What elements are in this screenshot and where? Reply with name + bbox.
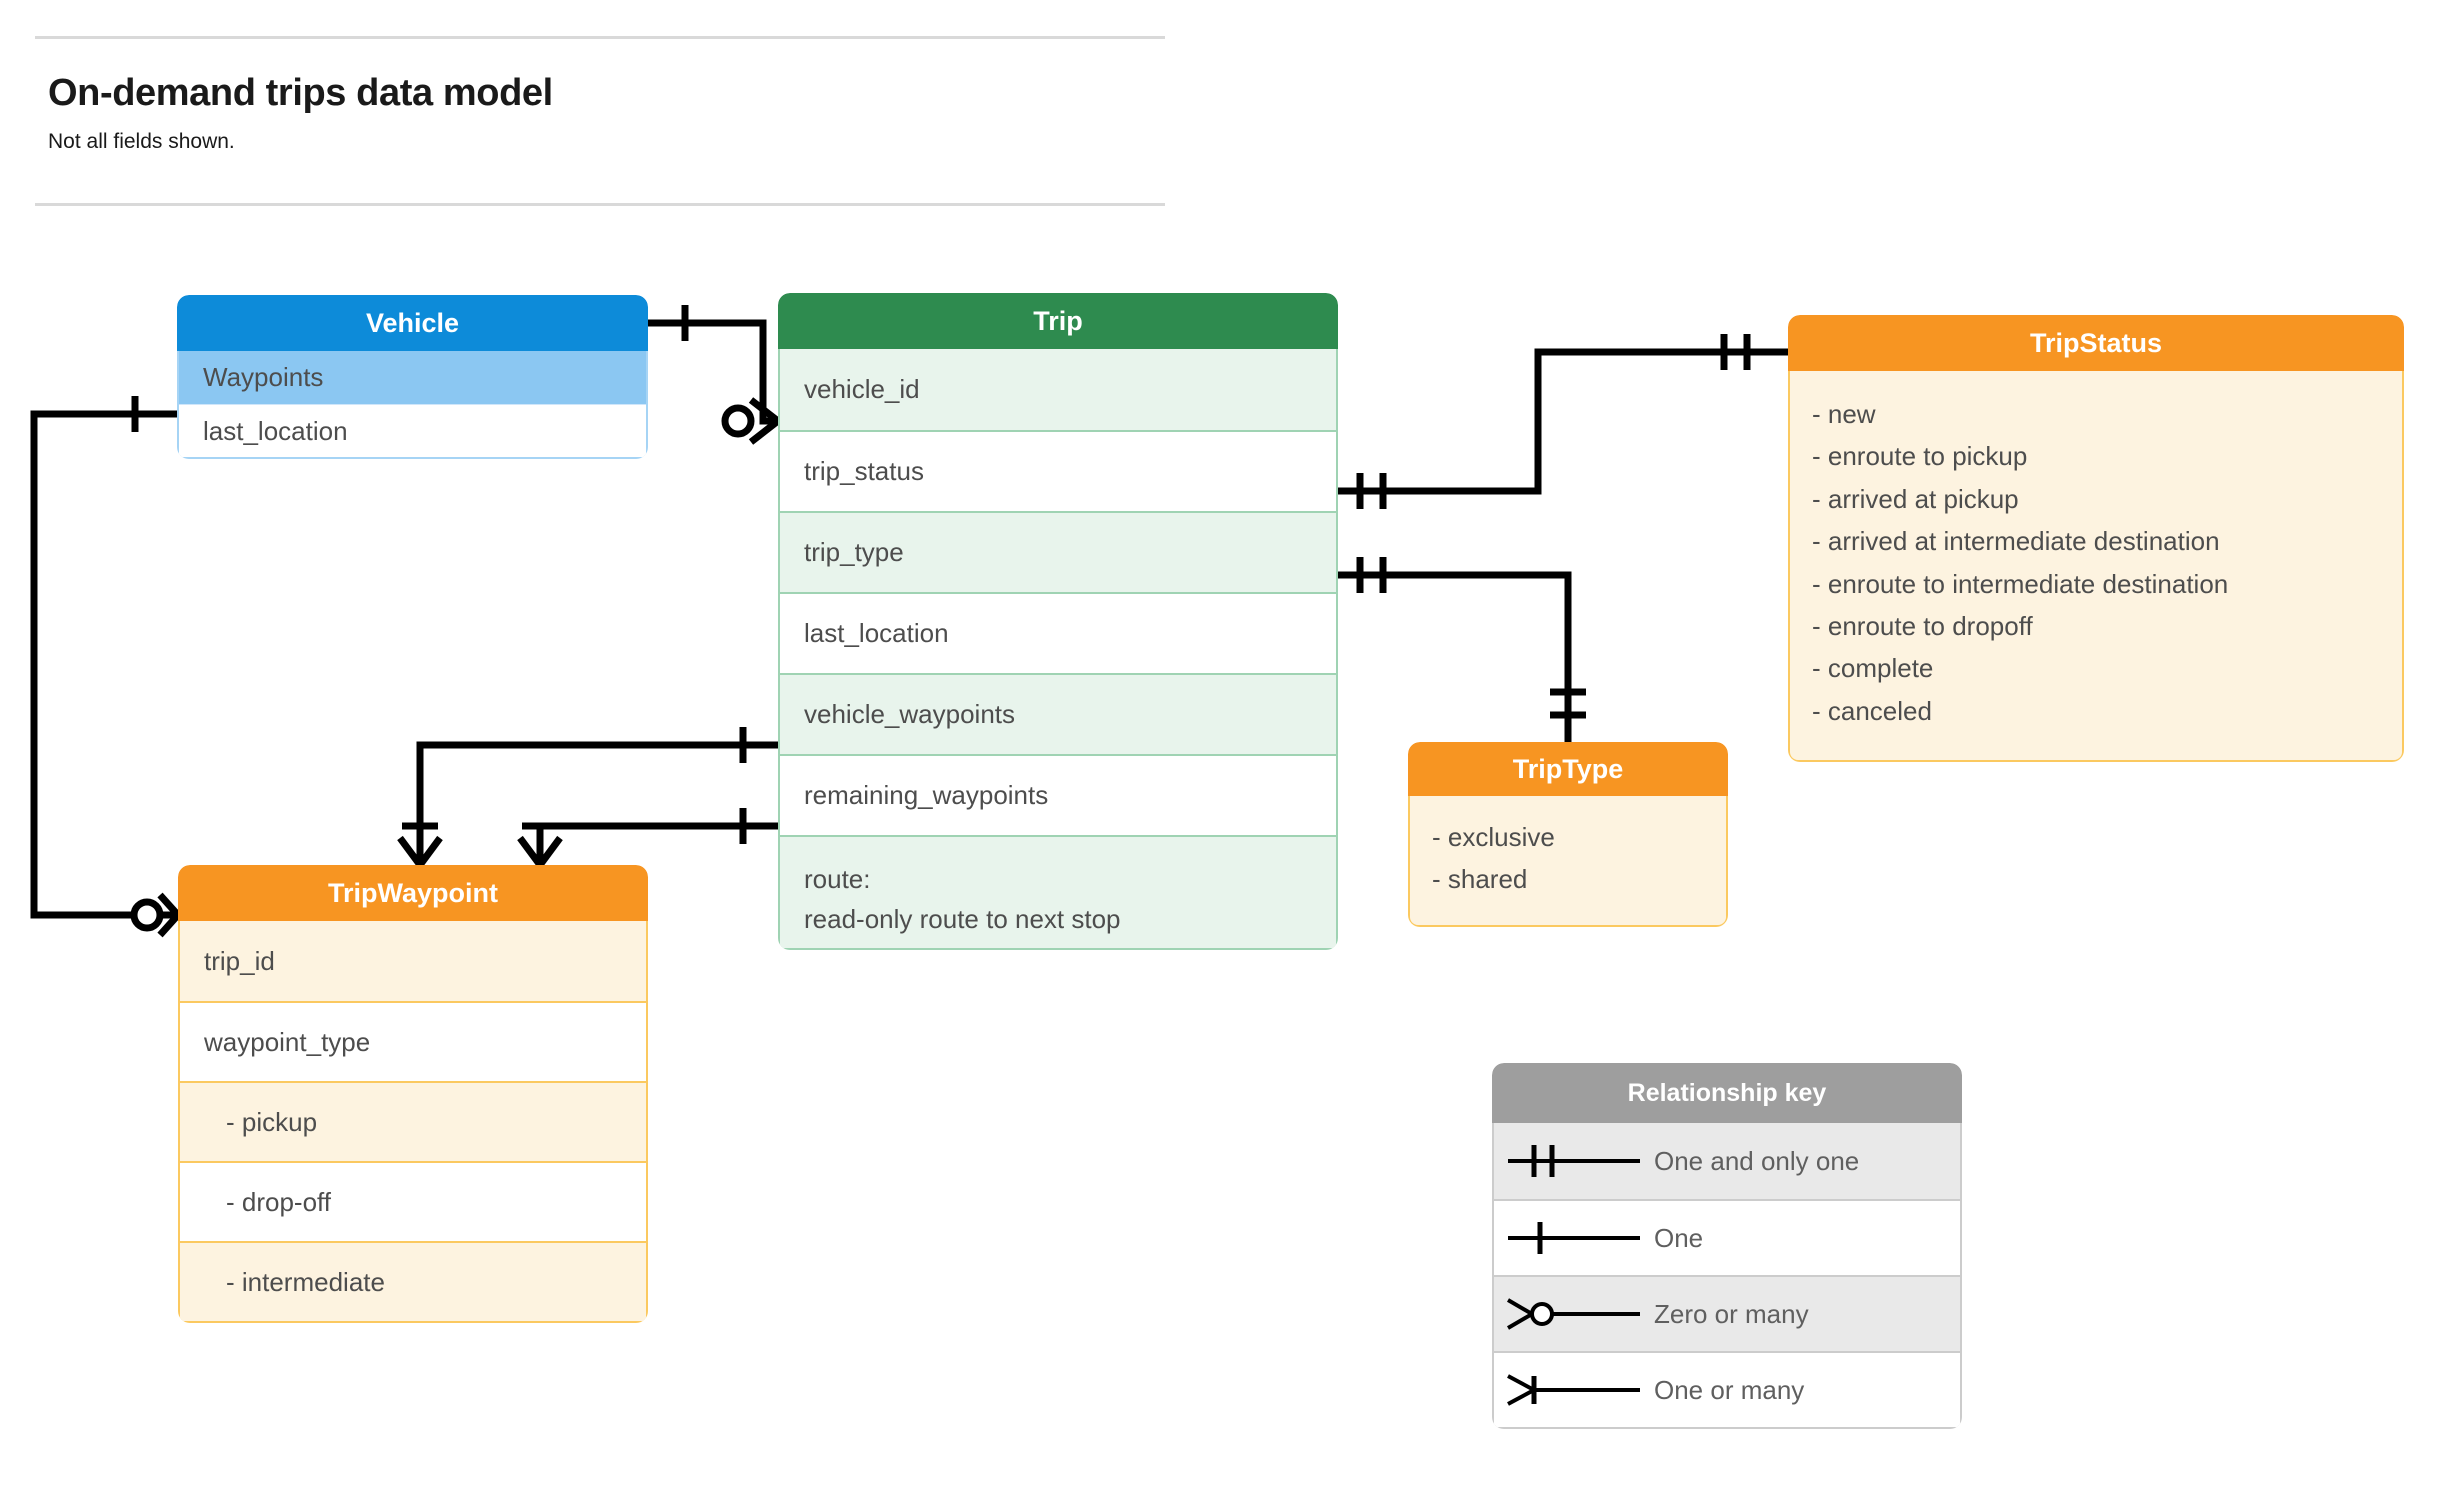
connector-trip-triptype bbox=[1338, 557, 1586, 742]
one-and-only-one-icon bbox=[1494, 1139, 1654, 1183]
connector-vehicle-to-trip-vehicleid bbox=[648, 305, 781, 445]
page-title: On-demand trips data model bbox=[48, 72, 553, 114]
route-label: route: bbox=[804, 864, 871, 894]
legend-label: One bbox=[1654, 1222, 1704, 1253]
enum-item: - canceled bbox=[1812, 695, 1932, 726]
field-row[interactable]: Waypoints bbox=[179, 351, 646, 404]
entity-vehicle[interactable]: Vehicle Waypoints last_location bbox=[177, 295, 648, 459]
entity-tripwaypoint-title: TripWaypoint bbox=[178, 865, 648, 921]
entity-trip[interactable]: Trip vehicle_id trip_status trip_type la… bbox=[778, 293, 1338, 950]
entity-tripstatus[interactable]: TripStatus - new - enroute to pickup - a… bbox=[1788, 315, 2404, 762]
enum-item: - enroute to dropoff bbox=[1812, 610, 2033, 641]
field-row-route[interactable]: route: read-only route to next stop bbox=[780, 835, 1336, 948]
entity-vehicle-title: Vehicle bbox=[177, 295, 648, 351]
relationship-key-rows: One and only one One Zero or many bbox=[1492, 1123, 1962, 1429]
relationship-key-title: Relationship key bbox=[1492, 1063, 1962, 1123]
entity-trip-fields: vehicle_id trip_status trip_type last_lo… bbox=[778, 349, 1338, 950]
enum-item: - complete bbox=[1812, 653, 1934, 684]
connector-trip-tripstatus bbox=[1338, 334, 1788, 509]
entity-tripstatus-title: TripStatus bbox=[1788, 315, 2404, 371]
header-divider-bottom bbox=[0, 203, 1165, 206]
enum-item: - arrived at pickup bbox=[1812, 483, 2019, 514]
field-row[interactable]: vehicle_id bbox=[780, 349, 1336, 430]
entity-vehicle-fields: Waypoints last_location bbox=[177, 351, 648, 459]
one-icon bbox=[1494, 1216, 1654, 1260]
enum-item: - enroute to pickup bbox=[1812, 441, 2028, 472]
page-subtitle: Not all fields shown. bbox=[48, 130, 235, 153]
entity-triptype-title: TripType bbox=[1408, 742, 1728, 796]
enum-item: - enroute to intermediate destination bbox=[1812, 568, 2229, 599]
entity-triptype[interactable]: TripType - exclusive - shared bbox=[1408, 742, 1728, 927]
entity-triptype-values: - exclusive - shared bbox=[1408, 796, 1728, 927]
connector-trip-remainingwaypoints-to-tripwaypoint bbox=[517, 808, 778, 868]
field-row[interactable]: vehicle_waypoints bbox=[780, 673, 1336, 754]
entity-tripstatus-values: - new - enroute to pickup - arrived at p… bbox=[1788, 371, 2404, 762]
field-row[interactable]: - pickup bbox=[180, 1081, 646, 1161]
field-row[interactable]: trip_type bbox=[780, 511, 1336, 592]
legend-label: One or many bbox=[1654, 1374, 1805, 1405]
legend-row-one: One bbox=[1494, 1199, 1960, 1275]
field-row[interactable]: remaining_waypoints bbox=[780, 754, 1336, 835]
field-row[interactable]: - drop-off bbox=[180, 1161, 646, 1241]
entity-tripwaypoint[interactable]: TripWaypoint trip_id waypoint_type - pic… bbox=[178, 865, 648, 1323]
field-row[interactable]: waypoint_type bbox=[180, 1001, 646, 1081]
relationship-key-legend: Relationship key One and only one One bbox=[1492, 1063, 1962, 1429]
legend-row-one-and-only-one: One and only one bbox=[1494, 1123, 1960, 1199]
route-description: read-only route to next stop bbox=[804, 904, 1121, 935]
entity-tripwaypoint-fields: trip_id waypoint_type - pickup - drop-of… bbox=[178, 921, 648, 1323]
enum-item: - shared bbox=[1432, 864, 1528, 895]
entity-trip-title: Trip bbox=[778, 293, 1338, 349]
legend-label: Zero or many bbox=[1654, 1298, 1809, 1329]
legend-label: One and only one bbox=[1654, 1145, 1860, 1176]
enum-item: - arrived at intermediate destination bbox=[1812, 526, 2220, 557]
field-row[interactable]: last_location bbox=[780, 592, 1336, 673]
header-divider-top bbox=[0, 36, 1165, 39]
field-row[interactable]: - intermediate bbox=[180, 1241, 646, 1321]
connector-trip-vehiclewaypoints-to-tripwaypoint bbox=[397, 727, 778, 868]
field-row[interactable]: trip_status bbox=[780, 430, 1336, 511]
one-or-many-icon bbox=[1494, 1368, 1654, 1412]
legend-row-zero-or-many: Zero or many bbox=[1494, 1275, 1960, 1351]
enum-item: - new bbox=[1812, 399, 1876, 429]
field-row[interactable]: last_location bbox=[179, 404, 646, 457]
legend-row-one-or-many: One or many bbox=[1494, 1351, 1960, 1427]
enum-item: - exclusive bbox=[1432, 822, 1555, 852]
connector-vehicle-waypoints-to-tripwaypoint bbox=[30, 396, 181, 938]
field-row[interactable]: trip_id bbox=[180, 921, 646, 1001]
zero-or-many-icon bbox=[1494, 1292, 1654, 1336]
